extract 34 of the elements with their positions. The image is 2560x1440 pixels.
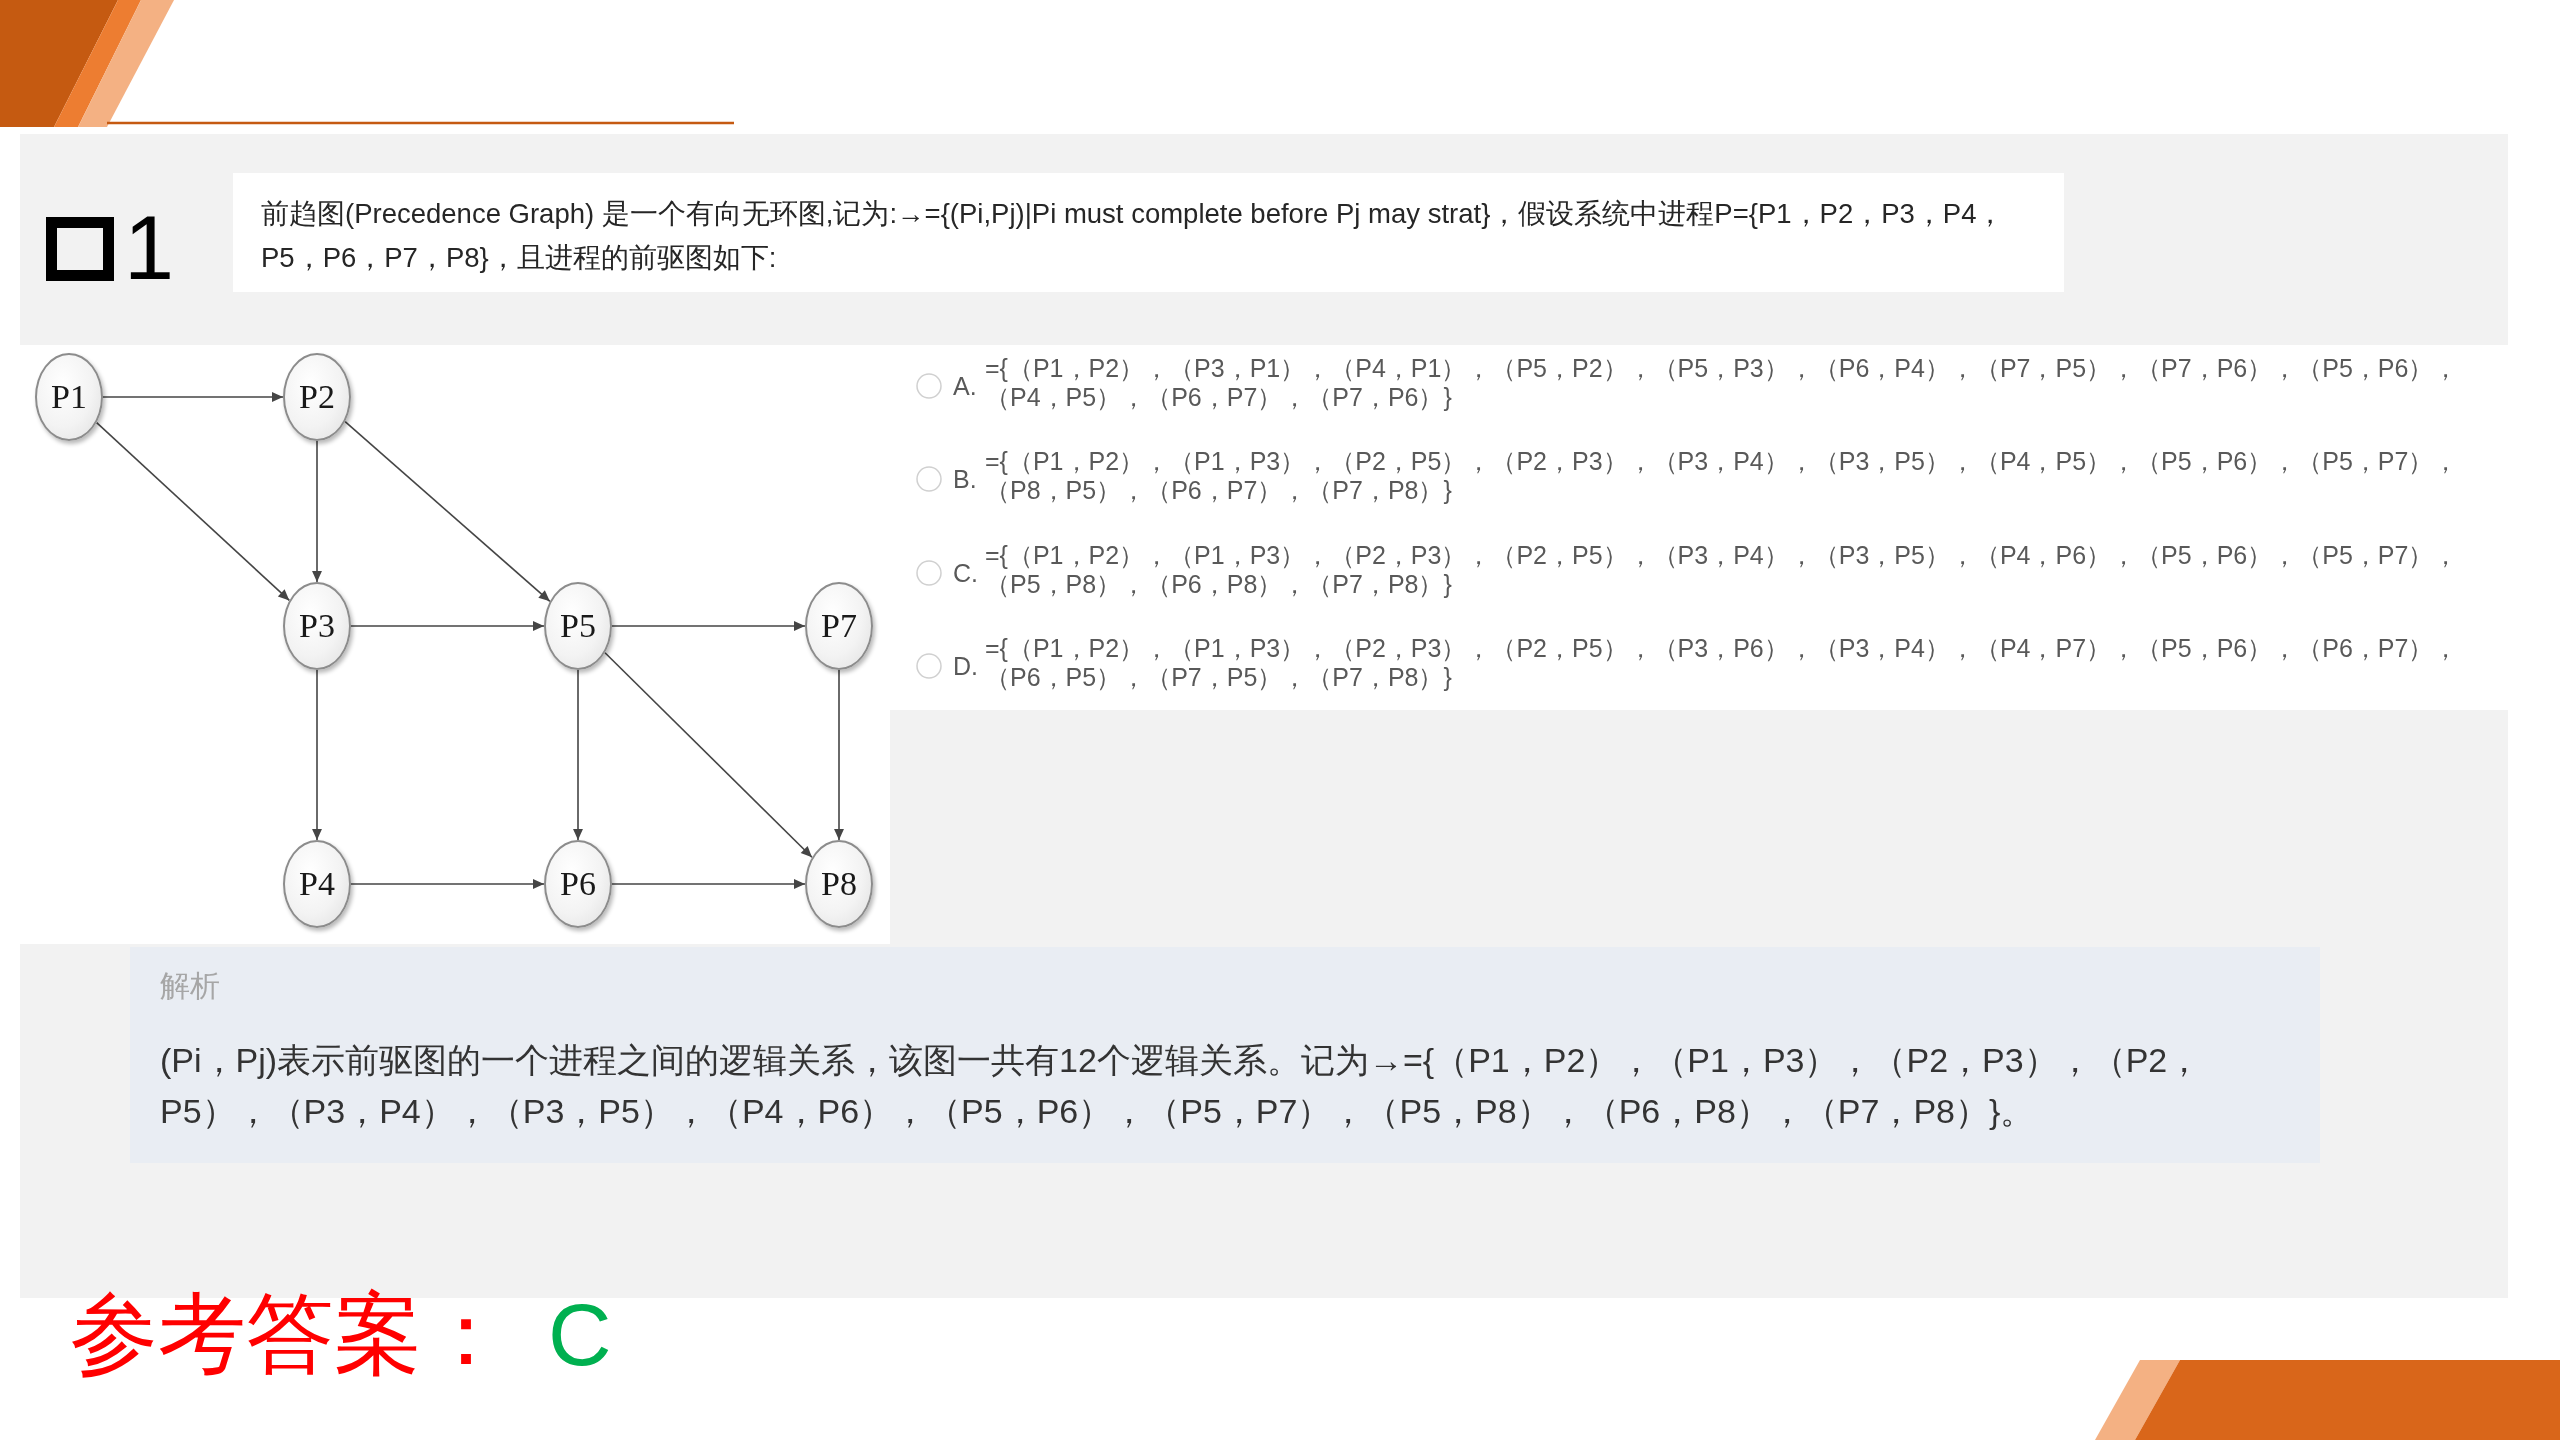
option-letter: D. — [953, 651, 978, 681]
option-text: ={（P1，P2），（P3，P1），（P4，P1），（P5，P2），（P5，P3），（P6，P4），（P7，P5），（P7，P6），（P5，P6），（P4，P5），（P6，P7），（P7，P6）} — [985, 354, 2460, 412]
node-label: P8 — [821, 867, 857, 901]
option-letter: C. — [953, 558, 978, 588]
arrow — [102, 392, 284, 402]
option-letter: A. — [953, 372, 977, 401]
node-label: P2 — [299, 380, 335, 414]
arrow — [95, 421, 291, 602]
answer-value: C — [548, 1285, 612, 1385]
arrow — [573, 669, 583, 841]
analysis-text: (Pi，Pj)表示前驱图的一个进程之间的逻辑关系，该图一共有12个逻辑关系。记为→={（P1，P2），（P1，P3），（P2，P3），（P2，P5），（P3，P4），（P3，P5），（P4，P6），（P5，P6），（P5，P7），（P5，P8），（P6，P8），（P7，P8）}。 — [160, 1040, 2203, 1132]
arrow — [312, 440, 322, 583]
arrow — [344, 420, 551, 603]
node-label: P7 — [821, 609, 857, 643]
node-label: P6 — [560, 867, 596, 901]
arrow — [350, 879, 545, 889]
node-label: P1 — [51, 380, 87, 414]
arrow — [611, 879, 806, 889]
option-text: ={（P1，P2），（P1，P3），（P2，P3），（P2，P5），（P3，P6），（P3，P4），（P4，P7），（P5，P6），（P6，P7），（P6，P5），（P7，P5），（P7，P8）} — [985, 633, 2460, 692]
arrow — [611, 621, 806, 631]
section-heading: 解析 — [160, 968, 220, 1004]
node-label: P4 — [299, 867, 335, 901]
arrow — [312, 669, 322, 841]
arrow — [604, 651, 813, 859]
option-text: ={（P1，P2），（P1，P3），（P2，P5），（P2，P3），（P3，P4），（P3，P5），（P4，P5），（P5，P6），（P5，P7），（P8，P5），（P6，P7），（P7，P8）} — [985, 447, 2460, 506]
option-letter: B. — [953, 465, 977, 495]
answer-label: 参考答案： — [70, 1285, 510, 1385]
arrow — [350, 621, 545, 631]
question-number: 1 — [124, 200, 175, 296]
arrow — [834, 669, 844, 841]
node-label: P5 — [560, 609, 596, 643]
node-label: P3 — [299, 609, 335, 643]
option-text: ={（P1，P2），（P1，P3），（P2，P3），（P2，P5），（P3，P4），（P3，P5），（P4，P6），（P5，P6），（P5，P7），（P5，P8），（P6，P8），（P7，P8）} — [985, 540, 2460, 599]
question-text: 前趋图(Precedence Graph) 是一个有向无环图,记为:→={(Pi,Pj)|Pi must complete before Pj may strat}，假设系统中进程P={P1，P2，P3，P4，P5，P6，P7，P8}，且进程的前驱图如下: — [261, 197, 2006, 275]
